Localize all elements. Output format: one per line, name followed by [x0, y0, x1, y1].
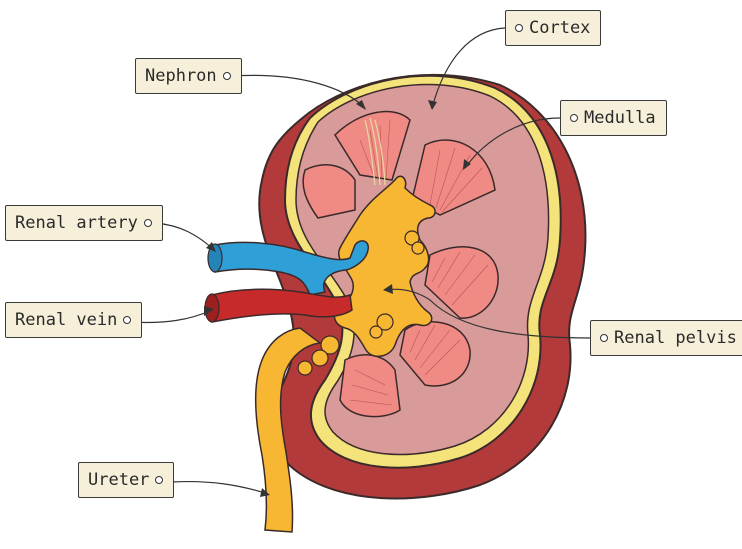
label-ureter-text: Ureter	[88, 470, 150, 490]
label-dot-icon	[570, 114, 578, 122]
label-medulla-text: Medulla	[584, 108, 656, 128]
renal-artery-vessel	[214, 240, 369, 296]
leader-artery	[154, 222, 215, 251]
label-renal-vein-text: Renal vein	[15, 310, 118, 330]
leader-ureter	[171, 481, 269, 495]
label-dot-icon	[143, 219, 152, 227]
label-dot-icon	[600, 334, 608, 342]
label-dot-icon	[155, 476, 164, 484]
leader-medulla	[464, 117, 561, 169]
label-dot-icon	[515, 24, 523, 32]
label-renal-pelvis: Renal pelvis	[590, 320, 742, 356]
nephron-tubule	[364, 117, 386, 186]
label-medulla: Medulla	[560, 100, 667, 136]
leader-pelvis	[384, 288, 591, 339]
pyramid-4	[424, 246, 499, 319]
renal-artery-lumen	[207, 243, 223, 273]
label-nephron-text: Nephron	[145, 66, 217, 86]
label-ureter: Ureter	[78, 462, 175, 498]
label-renal-vein: Renal vein	[5, 302, 143, 338]
leader-nephron	[232, 74, 366, 109]
label-renal-artery-text: Renal artery	[15, 213, 138, 233]
renal-vein-vessel	[211, 288, 353, 323]
pyramid-6	[339, 354, 401, 418]
leader-vein	[129, 309, 213, 324]
ureter	[254, 327, 322, 533]
leader-arrowheads	[204, 100, 471, 497]
leader-lines	[129, 27, 591, 495]
label-renal-artery: Renal artery	[5, 205, 163, 241]
pyramid-2	[411, 139, 496, 216]
label-renal-pelvis-text: Renal pelvis	[614, 328, 737, 348]
pyramid-stripes	[349, 119, 489, 406]
label-dot-icon	[123, 316, 132, 324]
hilum-fat	[297, 230, 425, 376]
label-cortex: Cortex	[505, 10, 602, 46]
leader-cortex	[431, 27, 506, 109]
label-dot-icon	[222, 72, 231, 80]
label-cortex-text: Cortex	[529, 18, 591, 38]
label-nephron: Nephron	[135, 58, 242, 94]
pyramid-3	[302, 164, 356, 219]
